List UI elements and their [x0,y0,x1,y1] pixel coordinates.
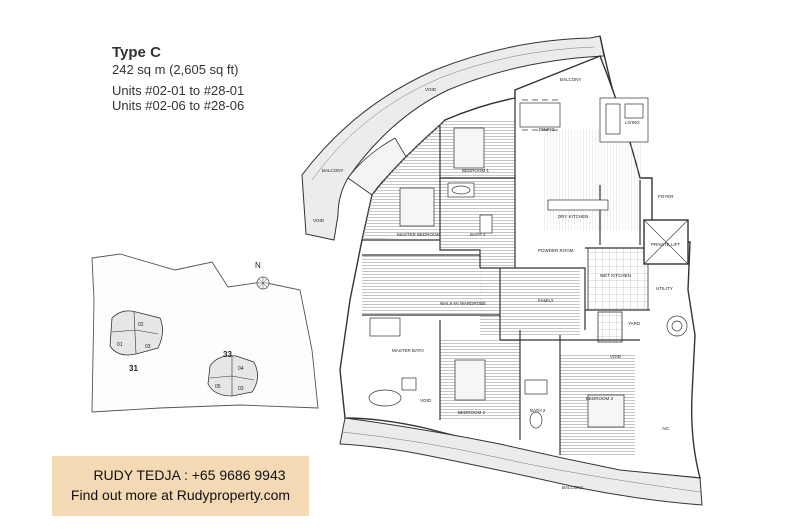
unit-range-1: Units #02-01 to #28-01 [112,83,245,98]
label-bath1: BATH 1 [470,232,486,237]
label-master-bath: MASTER BATH [392,348,424,353]
label-bedroom1: BEDROOM 1 [462,168,490,173]
label-family: FAMILY [538,298,554,303]
block-33-label: 33 [223,350,232,359]
label-master-bedroom: MASTER BEDROOM [397,232,441,237]
site-plan: 01 02 03 31 33 04 05 03 [91,253,319,413]
label-void-1: VOID [425,87,437,92]
label-bedroom2: BEDROOM 2 [458,410,486,415]
label-void-3: VOID [420,398,432,403]
site-unit-05: 05 [215,384,221,390]
label-utility: UTILITY [656,286,673,291]
label-balcony-left: BALCONY [322,168,344,173]
label-private-lift: PRIVATE LIFT [651,242,680,247]
label-walk-in-wardrobe: WALK-IN WARDROBE [440,301,486,306]
site-unit-03a: 03 [145,344,151,350]
room-labels: BALCONY BALCONY BALCONY LIVING DINING BE… [313,77,680,490]
label-dining: DINING [539,127,555,132]
agent-contact: RUDY TEDJA : +65 9686 9943 [93,467,286,483]
site-unit-01: 01 [117,342,123,348]
unit-range-2: Units #02-06 to #28-06 [112,98,245,113]
unit-area: 242 sq m (2,605 sq ft) [112,62,239,77]
label-ac: A/C [662,426,670,431]
block-33: 33 04 05 03 [207,350,258,397]
north-label: N [255,261,261,270]
site-unit-04: 04 [238,366,244,372]
north-arrow: N [255,261,270,290]
label-living: LIVING [625,120,640,125]
unit-type: Type C [112,44,161,61]
unit-floor-plan: BALCONY BALCONY BALCONY LIVING DINING BE… [301,35,703,506]
furniture [399,97,649,428]
label-foyer: FOYER [658,194,674,199]
label-balcony-bottom: BALCONY [562,485,584,490]
block-31: 01 02 03 31 [109,310,163,373]
title-block: Type C 242 sq m (2,605 sq ft) Units #02-… [112,44,244,113]
label-bedroom3: BEDROOM 3 [586,396,614,401]
label-bath2: BATH 2 [530,408,546,413]
private-lift [643,219,689,265]
label-balcony-top: BALCONY [560,77,582,82]
label-dry-kitchen: DRY KITCHEN [558,214,588,219]
label-void-2: VOID [313,218,325,223]
agent-website: Find out more at Rudyproperty.com [70,487,291,503]
contact-banner: RUDY TEDJA : +65 9686 9943 Find out more… [52,456,309,516]
site-unit-03b: 03 [238,386,244,392]
block-31-label: 31 [129,364,138,373]
label-wet-kitchen: WET KITCHEN [600,273,631,278]
label-void-4: VOID [610,354,622,359]
label-yard: YARD [628,321,641,326]
label-powder-room: POWDER ROOM [538,248,574,253]
site-unit-02: 02 [138,322,144,328]
